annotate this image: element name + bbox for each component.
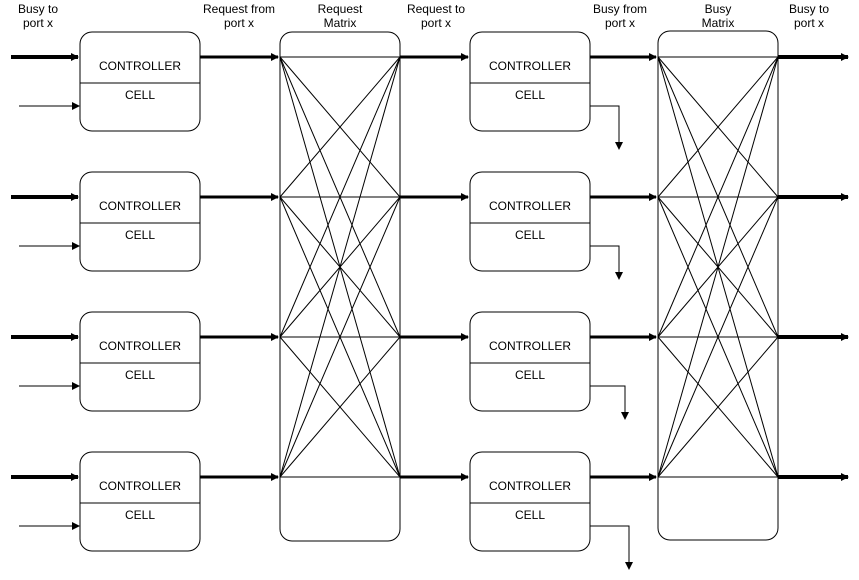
header-request-matrix: Request Matrix	[317, 2, 363, 30]
cell-input-arrowhead	[72, 102, 80, 110]
busy-matrix-frame	[657, 30, 779, 541]
right-box	[469, 311, 591, 412]
cell-output-arrowhead	[615, 142, 623, 150]
controller-label: CONTROLLER	[98, 339, 181, 353]
matrices	[279, 30, 779, 542]
left-box	[79, 31, 201, 132]
cell-output-line	[590, 385, 626, 412]
cell-output-arrowhead	[625, 562, 633, 570]
cell-label: CELL	[124, 368, 156, 382]
cell-output-line	[590, 525, 630, 562]
right-box	[469, 451, 591, 552]
cell-output-line	[590, 105, 620, 142]
controller-label: CONTROLLER	[488, 339, 571, 353]
left-box	[79, 311, 201, 412]
request-matrix-cross-line	[279, 56, 401, 338]
controller-cells	[79, 31, 591, 552]
request-matrix-cross-line	[279, 56, 401, 198]
header-busy-to-port-left: Busy to port x	[17, 2, 59, 30]
connector-lines	[11, 53, 849, 570]
busy-matrix-cross-line	[657, 196, 779, 478]
right-box	[469, 171, 591, 272]
request-matrix-cross-line	[279, 56, 401, 478]
cell-output-arrowhead	[621, 412, 629, 420]
controller-label: CONTROLLER	[488, 59, 571, 73]
controller-label: CONTROLLER	[488, 479, 571, 493]
cell-label: CELL	[124, 88, 156, 102]
cell-label: CELL	[514, 88, 546, 102]
cell-label: CELL	[514, 508, 546, 522]
left-box	[79, 451, 201, 552]
controller-label: CONTROLLER	[488, 199, 571, 213]
header-busy-matrix: Busy Matrix	[701, 2, 735, 30]
cell-output-arrowhead	[615, 272, 623, 280]
header-request-from-port: Request from port x	[202, 2, 276, 30]
request-matrix-cross-line	[279, 196, 401, 478]
cell-input-arrowhead	[72, 382, 80, 390]
cell-input-arrowhead	[72, 242, 80, 250]
controller-label: CONTROLLER	[98, 59, 181, 73]
cell-label: CELL	[514, 368, 546, 382]
header-request-to-port: Request to port x	[406, 2, 466, 30]
busy-matrix-cross-line	[657, 56, 779, 198]
busy-matrix-cross-line	[657, 56, 779, 478]
header-busy-to-port-right: Busy to port x	[788, 2, 830, 30]
cell-label: CELL	[124, 508, 156, 522]
request-matrix-cross-line	[279, 336, 401, 478]
controller-label: CONTROLLER	[98, 199, 181, 213]
header-busy-from-port: Busy from port x	[592, 2, 647, 30]
cell-output-line	[590, 245, 620, 272]
cell-label: CELL	[124, 228, 156, 242]
request-matrix-frame	[279, 31, 401, 542]
cell-input-arrowhead	[72, 522, 80, 530]
busy-matrix-cross-line	[657, 56, 779, 338]
controller-label: CONTROLLER	[98, 479, 181, 493]
cell-label: CELL	[514, 228, 546, 242]
left-box	[79, 171, 201, 272]
busy-matrix-cross-line	[657, 336, 779, 478]
right-box	[469, 31, 591, 132]
